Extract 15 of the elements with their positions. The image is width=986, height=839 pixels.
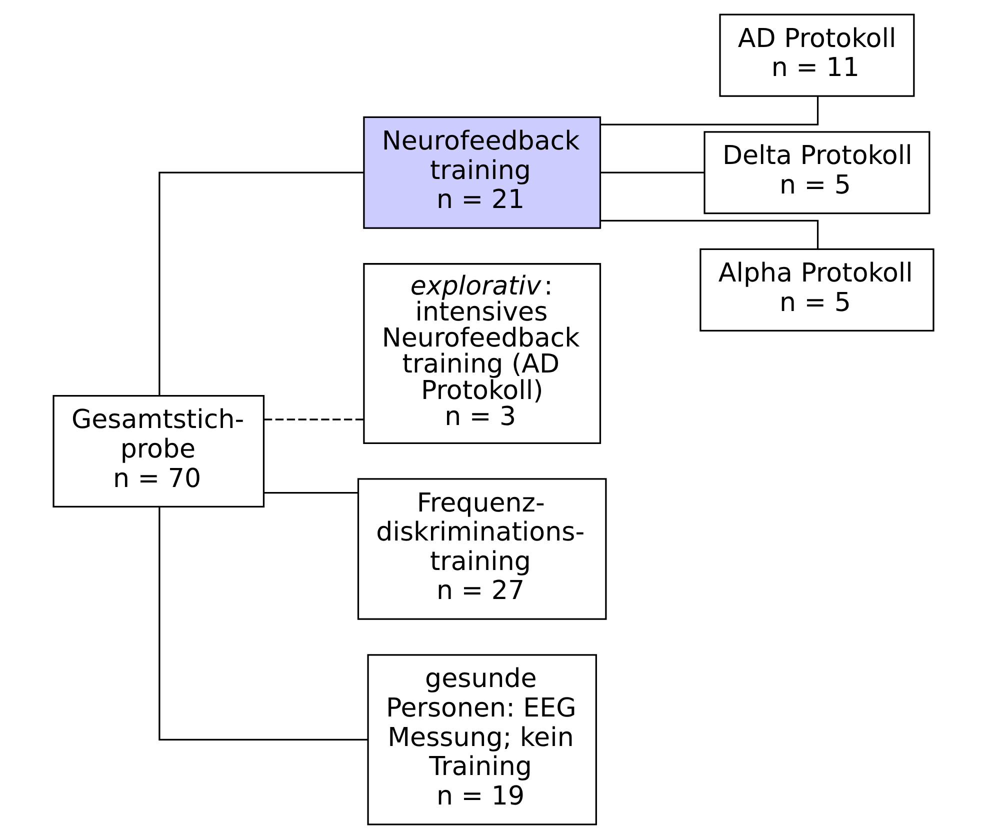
- connector: [158, 172, 364, 396]
- node-box: Gesamtstich- probe n = 70: [52, 395, 264, 508]
- node-box: AD Protokoll n = 11: [718, 14, 914, 97]
- connector: [264, 492, 358, 494]
- node-box: gesunde Personen: EEG Messung; kein Training n = 19: [366, 654, 596, 826]
- node-box: Frequenz- diskriminations- training n = 27: [356, 478, 606, 620]
- connector: [600, 96, 818, 126]
- connector: [264, 418, 364, 420]
- node-box: Alpha Protokoll n = 5: [699, 248, 934, 332]
- node-box: explorativ: intensives Neurofeedback training (AD Protokoll) n = 3: [362, 263, 601, 444]
- node-box: Neurofeedback training n = 21: [362, 116, 601, 229]
- connector: [600, 172, 704, 174]
- connector: [600, 220, 818, 249]
- connector: [158, 506, 368, 741]
- node-box: Delta Protokoll n = 5: [703, 131, 930, 214]
